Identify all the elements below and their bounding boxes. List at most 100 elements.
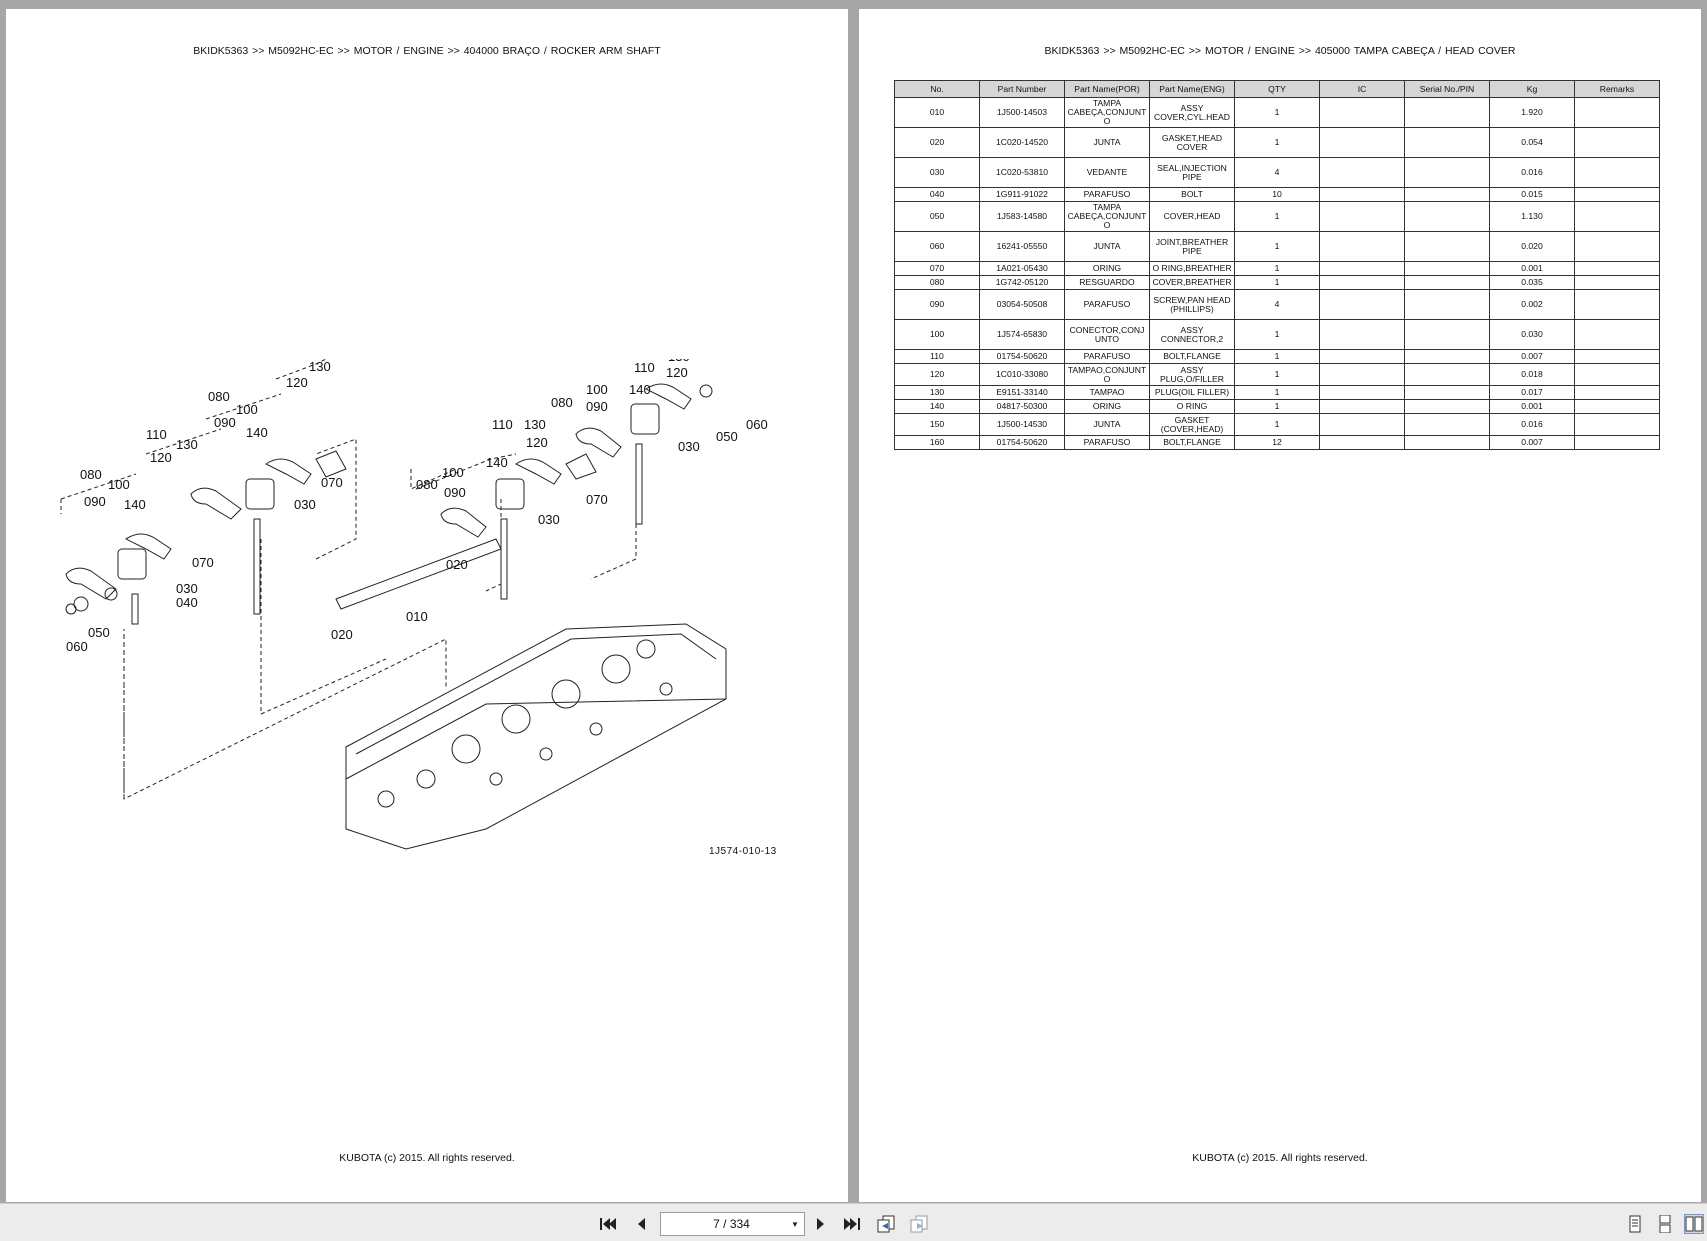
table-cell: 1	[1234, 97, 1320, 128]
table-cell	[1319, 201, 1405, 232]
table-cell	[1404, 275, 1490, 290]
table-cell: ORING	[1064, 399, 1150, 414]
table-cell	[1574, 187, 1660, 202]
first-page-icon[interactable]	[597, 1213, 619, 1235]
column-header: Part Name(ENG)	[1149, 80, 1235, 98]
table-cell: TAMPA CABEÇA,CONJUNTO	[1064, 201, 1150, 232]
table-cell: 1	[1234, 127, 1320, 158]
callout-label: 040	[176, 595, 198, 610]
callout-label: 120	[526, 435, 548, 450]
table-cell	[1319, 399, 1405, 414]
table-cell: CONECTOR,CONJUNTO	[1064, 319, 1150, 350]
table-cell	[1574, 261, 1660, 276]
column-header: Serial No./PIN	[1404, 80, 1490, 98]
table-cell: 4	[1234, 157, 1320, 188]
table-cell: 110	[894, 349, 980, 364]
table-cell: VEDANTE	[1064, 157, 1150, 188]
table-cell: 1C010-33080	[979, 363, 1065, 386]
callout-label: 110	[634, 360, 655, 375]
page-number-field[interactable]: 7 / 334 ▼	[660, 1212, 805, 1236]
table-cell: ASSY CONNECTOR,2	[1149, 319, 1235, 350]
table-cell: 160	[894, 435, 980, 450]
column-header: Kg	[1489, 80, 1575, 98]
callout-label: 030	[294, 497, 316, 512]
rocker-shaft	[335, 538, 502, 610]
table-cell: 090	[894, 289, 980, 320]
parts-table: No. Part Number Part Name(POR) Part Name…	[894, 80, 1660, 450]
table-cell: JUNTA	[1064, 127, 1150, 158]
table-cell	[1404, 231, 1490, 262]
table-cell	[1404, 385, 1490, 400]
page-header: BKIDK5363 >> M5092HC-EC >> MOTOR / ENGIN…	[1044, 45, 1516, 57]
table-cell: E9151-33140	[979, 385, 1065, 400]
table-cell: O RING,BREATHER	[1149, 261, 1235, 276]
prev-page-icon[interactable]	[630, 1213, 652, 1235]
table-cell: PARAFUSO	[1064, 289, 1150, 320]
table-cell	[1404, 97, 1490, 128]
table-cell: 0.016	[1489, 157, 1575, 188]
table-cell	[1319, 385, 1405, 400]
callout-label: 020	[446, 557, 468, 572]
single-page-view-icon[interactable]	[1625, 1214, 1645, 1234]
table-cell: GASKET (COVER,HEAD)	[1149, 413, 1235, 436]
callout-label: 030	[538, 512, 560, 527]
page-indicator: 7 / 334	[713, 1217, 750, 1231]
callout-label: 030	[678, 439, 700, 454]
callout-label: 100	[236, 402, 258, 417]
table-cell: SCREW,PAN HEAD (PHILLIPS)	[1149, 289, 1235, 320]
column-header: IC	[1319, 80, 1405, 98]
table-cell: PLUG(OIL FILLER)	[1149, 385, 1235, 400]
continuous-view-icon[interactable]	[1655, 1214, 1675, 1234]
column-header: Part Number	[979, 80, 1065, 98]
table-cell: 080	[894, 275, 980, 290]
table-cell	[1574, 399, 1660, 414]
table-cell: 070	[894, 261, 980, 276]
table-cell: JOINT,BREATHER PIPE	[1149, 231, 1235, 262]
callout-label: 010	[406, 609, 428, 624]
table-cell: 0.018	[1489, 363, 1575, 386]
table-cell: ORING	[1064, 261, 1150, 276]
table-cell: 01754-50620	[979, 349, 1065, 364]
last-page-icon[interactable]	[841, 1213, 863, 1235]
table-cell: 04817-50300	[979, 399, 1065, 414]
table-cell: ASSY PLUG,O/FILLER	[1149, 363, 1235, 386]
chevron-down-icon[interactable]: ▼	[791, 1219, 799, 1229]
next-page-icon[interactable]	[810, 1213, 832, 1235]
table-header-row: No. Part Number Part Name(POR) Part Name…	[894, 80, 1660, 98]
table-cell	[1574, 97, 1660, 128]
table-cell: 1	[1234, 385, 1320, 400]
table-cell: 0.007	[1489, 349, 1575, 364]
callout-label: 080	[416, 477, 438, 492]
callout-label: 020	[331, 627, 353, 642]
callout-label: 070	[321, 475, 343, 490]
table-cell: 060	[894, 231, 980, 262]
table-cell: BOLT	[1149, 187, 1235, 202]
table-cell: 0.001	[1489, 261, 1575, 276]
table-cell	[1319, 261, 1405, 276]
table-cell: 030	[894, 157, 980, 188]
callout-label: 130	[524, 417, 546, 432]
callout-label: 130	[309, 359, 331, 374]
page-footer: KUBOTA (c) 2015. All rights reserved.	[1192, 1152, 1368, 1164]
table-cell	[1319, 187, 1405, 202]
table-cell: 1.920	[1489, 97, 1575, 128]
callout-label: 090	[586, 399, 608, 414]
table-cell: 0.017	[1489, 385, 1575, 400]
callout-label: 120	[666, 365, 688, 380]
go-forward-view-icon[interactable]	[908, 1213, 930, 1235]
callout-label: 090	[214, 415, 236, 430]
table-cell: JUNTA	[1064, 413, 1150, 436]
facing-pages-view-icon[interactable]	[1684, 1214, 1704, 1234]
table-cell	[1319, 127, 1405, 158]
table-cell	[1319, 319, 1405, 350]
table-cell: 0.054	[1489, 127, 1575, 158]
table-cell	[1574, 349, 1660, 364]
table-cell: 03054-50508	[979, 289, 1065, 320]
go-back-view-icon[interactable]	[875, 1213, 897, 1235]
